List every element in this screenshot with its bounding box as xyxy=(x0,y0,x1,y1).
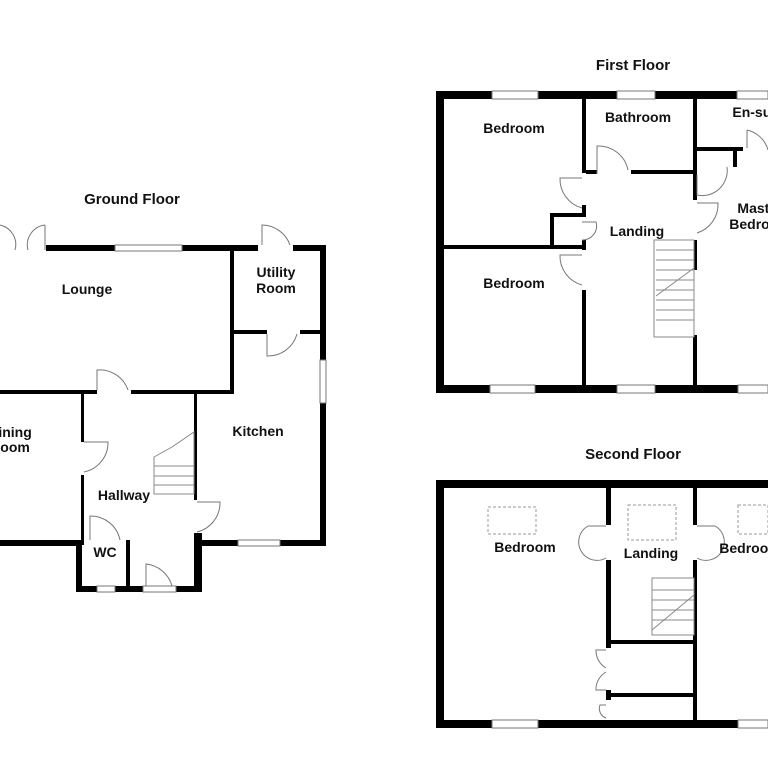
room-label-wc: WC xyxy=(93,544,116,560)
wc-door xyxy=(89,515,121,541)
room-label-utility: Utility xyxy=(257,264,296,280)
room-label-dining: Dining xyxy=(0,424,32,440)
dining-door xyxy=(83,441,109,473)
room-label-landing: Landing xyxy=(610,223,664,239)
room-label-ensuite: En-suite xyxy=(732,104,768,120)
second-floor-title: Second Floor xyxy=(585,446,681,463)
first-floor-doors xyxy=(559,129,768,286)
room-label-bedroom: Bedroom xyxy=(494,539,555,555)
room-label-bathroom: Bathroom xyxy=(605,109,671,125)
ground-floor-stairs xyxy=(153,431,195,495)
wc-window xyxy=(96,585,116,593)
room-label-landing: Landing xyxy=(624,545,678,561)
kitchen-window xyxy=(237,539,281,547)
second-floor-stairs xyxy=(651,577,695,636)
ground-floor-windows xyxy=(96,244,327,593)
first-floor-plan: First Floor xyxy=(436,57,768,394)
skylight xyxy=(737,504,768,535)
first-floor-title: First Floor xyxy=(596,57,670,74)
kitchen-door xyxy=(196,501,221,533)
ground-floor-title: Ground Floor xyxy=(84,191,180,208)
room-label-kitchen: Kitchen xyxy=(232,423,283,439)
lounge-door xyxy=(96,369,129,391)
ground-floor-doors xyxy=(0,224,298,593)
first-floor-windows xyxy=(489,90,768,394)
room-label-bedroom: Bedroom xyxy=(483,120,544,136)
utility-door xyxy=(266,333,298,357)
room-label-utility-line2: Room xyxy=(256,280,296,296)
room-label-lounge: Lounge xyxy=(62,281,113,297)
lounge-window xyxy=(114,244,183,252)
room-label-bedroom: Bedroom xyxy=(719,540,768,556)
room-label-master-bedroom: Master xyxy=(737,200,768,216)
utility-back-door xyxy=(261,224,291,246)
skylight xyxy=(487,506,537,535)
second-floor-windows xyxy=(487,504,768,729)
french-doors xyxy=(0,224,46,251)
front-door xyxy=(145,563,173,592)
ground-floor-plan: Ground Floor xyxy=(0,191,327,593)
second-floor-plan: Second Floor xyxy=(436,446,768,729)
second-floor-walls xyxy=(436,480,768,728)
kitchen-side-window xyxy=(319,359,327,404)
first-floor-walls xyxy=(436,91,768,393)
second-floor-doors xyxy=(578,525,725,719)
room-label-hallway: Hallway xyxy=(98,487,150,503)
room-label-bedroom: Bedroom xyxy=(483,275,544,291)
room-label-master-bedroom-line2: Bedroom xyxy=(729,216,768,232)
skylight xyxy=(627,504,677,541)
room-label-dining-line2: Room xyxy=(0,439,30,455)
first-floor-stairs xyxy=(653,239,695,338)
